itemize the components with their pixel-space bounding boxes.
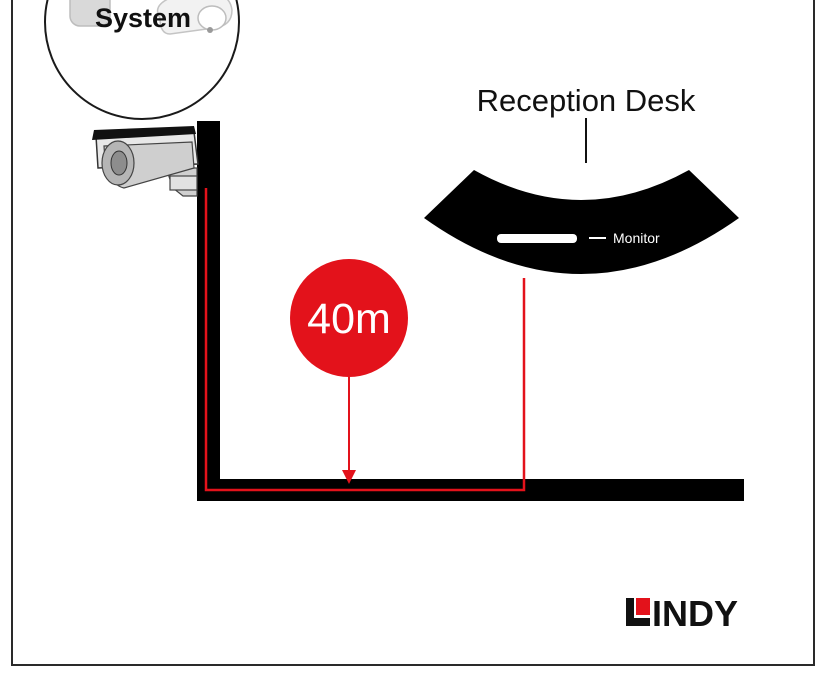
distance-label: 40m — [307, 295, 391, 343]
lindy-logo: INDY — [626, 593, 738, 634]
lindy-wordmark: INDY — [652, 593, 738, 634]
distance-marker: 40m — [290, 259, 408, 484]
diagram-frame — [11, 0, 815, 666]
distance-arrowhead-icon — [342, 470, 356, 484]
desk-label: Reception Desk — [477, 83, 696, 118]
cctv-camera-icon — [92, 126, 199, 197]
distance-circle — [290, 259, 408, 377]
badge-label: System — [95, 3, 191, 33]
monitor-icon — [497, 234, 577, 243]
system-badge: System — [44, 0, 240, 120]
cable-route — [204, 188, 526, 492]
camera-system-icon — [69, 0, 233, 35]
desk-shape — [424, 170, 739, 274]
monitor-label: Monitor — [613, 230, 660, 246]
lindy-l-logo-icon — [626, 598, 650, 626]
wall-vertical — [197, 121, 220, 501]
cable-line — [204, 188, 526, 492]
reception-desk: Monitor Reception Desk — [424, 83, 739, 274]
